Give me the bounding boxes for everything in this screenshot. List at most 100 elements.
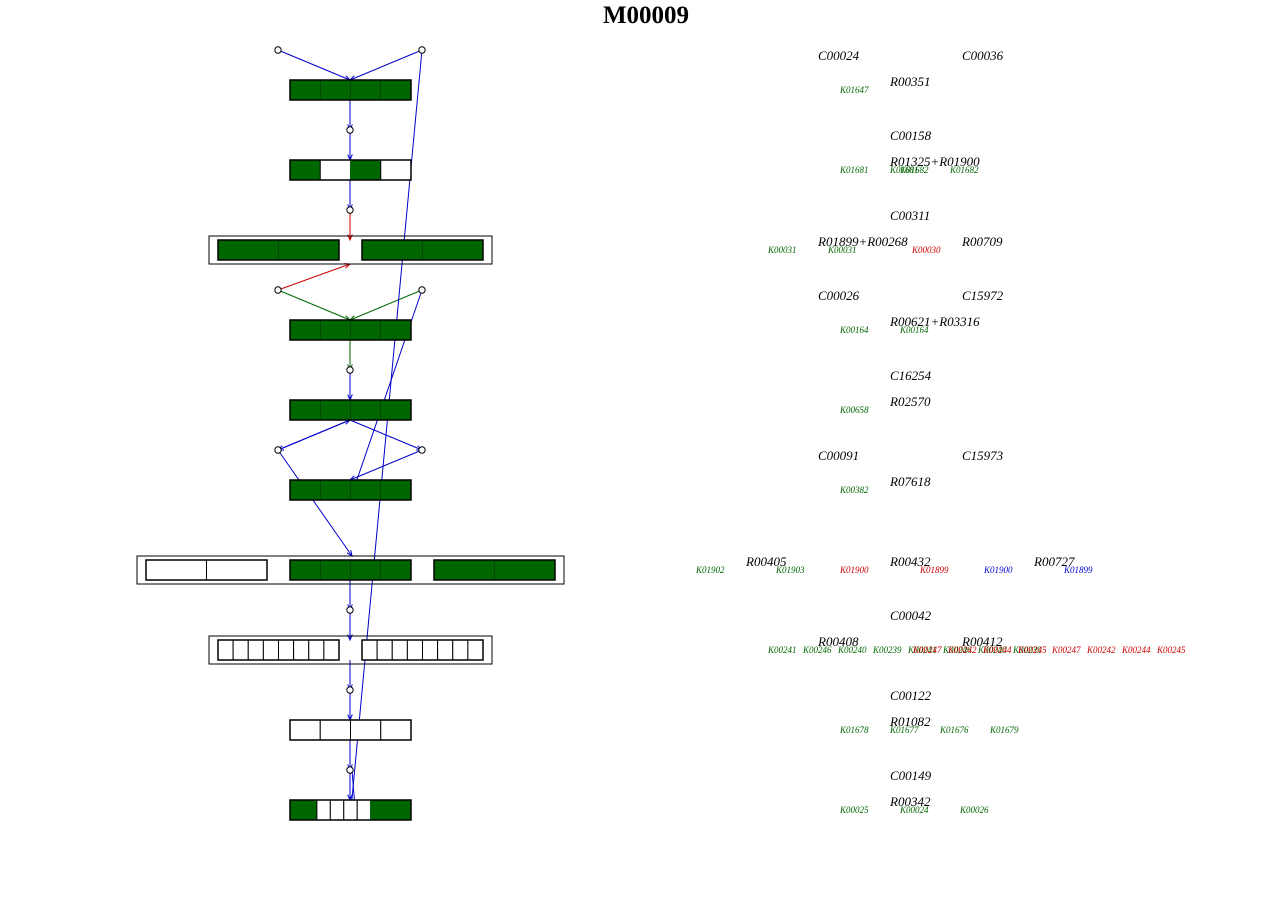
block-row-10-group-0-cell-4: [343, 799, 358, 821]
reaction-label-10: R00408: [817, 634, 859, 649]
block-row-8-frame: [208, 635, 493, 665]
block-row-8-group-1-cell-0: [361, 639, 378, 661]
block-row-9-group-0-cell-1: [319, 719, 351, 741]
compound-label-3: C00311: [890, 208, 930, 223]
ko-label-21: K00239: [872, 645, 902, 655]
ko-label-19: K00246: [802, 645, 832, 655]
block-row-6-group-0-cell-1: [319, 479, 351, 501]
reaction-label-0: R00351: [889, 74, 930, 89]
ko-label-37: K01679: [989, 725, 1019, 735]
link-1: [349, 49, 423, 81]
block-row-4-group-0-cell-1: [319, 319, 351, 341]
reaction-label-6: R07618: [889, 474, 931, 489]
link-7: [277, 289, 351, 321]
block-row-3-group-0-cell-0: [217, 239, 279, 261]
block-row-8-group-0-cell-3: [262, 639, 279, 661]
ko-label-32: K00244: [1121, 645, 1151, 655]
reaction-label-4: R00621+R03316: [889, 314, 980, 329]
compound-node-5: [418, 286, 426, 294]
block-row-2-group-0-cell-2: [350, 159, 382, 181]
compound-node-4: [274, 286, 282, 294]
block-row-2-group-0-cell-1: [319, 159, 351, 181]
block-row-6-group-0-cell-0: [289, 479, 321, 501]
link-13: [277, 419, 351, 451]
link-0: [277, 49, 351, 81]
block-row-3-group-1-cell-1: [422, 239, 484, 261]
ko-label-11: K00382: [839, 485, 869, 495]
compound-label-0: C00024: [818, 48, 860, 63]
block-row-1-group-0-cell-1: [319, 79, 351, 101]
block-row-7-group-0: [145, 559, 268, 581]
block-row-8-group-0-cell-5: [293, 639, 310, 661]
compound-label-9: C00042: [890, 608, 932, 623]
compound-label-6: C16254: [890, 368, 932, 383]
compound-label-2: C00158: [890, 128, 932, 143]
block-row-7-group-0-cell-0: [145, 559, 207, 581]
compound-node-1: [418, 46, 426, 54]
reaction-label-2: R01899+R00268: [817, 234, 908, 249]
ko-label-22: K00241: [907, 645, 937, 655]
ko-label-39: K00024: [899, 805, 929, 815]
block-row-7-group-1-cell-3: [380, 559, 412, 581]
compound-label-1: C00036: [962, 48, 1004, 63]
block-row-8-group-0-cell-4: [278, 639, 295, 661]
block-row-7-group-1-cell-1: [319, 559, 351, 581]
block-row-5-group-0-cell-0: [289, 399, 321, 421]
block-row-10-group-0-cell-8: [397, 799, 412, 821]
block-row-10-group-0-cell-0: [289, 799, 304, 821]
compound-node-11: [346, 766, 354, 774]
compound-nodes: [274, 46, 426, 774]
ko-label-1: K01681: [839, 165, 869, 175]
block-row-5-group-0-cell-1: [319, 399, 351, 421]
compound-node-9: [346, 606, 354, 614]
reaction-label-9: R00727: [1033, 554, 1075, 569]
ko-label-35: K01677: [889, 725, 919, 735]
block-row-2-group-0-cell-0: [289, 159, 321, 181]
block-row-1-group-0-cell-0: [289, 79, 321, 101]
ko-label-5: K00031: [767, 245, 797, 255]
ko-label-2: K01681: [889, 165, 919, 175]
compound-node-10: [346, 686, 354, 694]
block-row-8-group-0-cell-7: [323, 639, 340, 661]
compound-node-8: [418, 446, 426, 454]
compound-node-6: [346, 366, 354, 374]
block-row-6-group-0-cell-3: [380, 479, 412, 501]
block-row-8-group-1-cell-4: [422, 639, 439, 661]
block-row-8-group-1-cell-5: [437, 639, 454, 661]
block-row-7-group-2-cell-0: [433, 559, 495, 581]
ko-label-24: K00246: [942, 645, 972, 655]
link-14: [349, 449, 423, 481]
reaction-label-5: R02570: [889, 394, 931, 409]
reaction-label-7: R00405: [745, 554, 787, 569]
ko-label-17: K01899: [1063, 565, 1093, 575]
block-row-9-group-0-cell-0: [289, 719, 321, 741]
block-row-8-group-0-cell-0: [217, 639, 234, 661]
block-row-8-group-1: [361, 639, 484, 661]
ko-label-31: K00242: [1086, 645, 1116, 655]
block-row-4-group-0-cell-0: [289, 319, 321, 341]
compound-label-8: C15973: [962, 448, 1004, 463]
block-row-7-group-1-cell-2: [350, 559, 382, 581]
ko-label-12: K01902: [695, 565, 725, 575]
link-8: [349, 289, 423, 321]
ko-label-20: K00240: [837, 645, 867, 655]
ko-label-14: K01900: [839, 565, 869, 575]
reaction-label-11: R00412: [961, 634, 1003, 649]
block-row-8-group-0-cell-1: [232, 639, 249, 661]
block-row-10-group-0-cell-5: [356, 799, 372, 821]
compound-node-2: [346, 126, 354, 134]
compound-label-7: C00091: [818, 448, 859, 463]
block-row-2-group-0: [289, 159, 412, 181]
block-row-10-group-0-cell-6: [370, 799, 385, 821]
link-15: [277, 449, 353, 557]
ko-label-3: K01682: [899, 165, 929, 175]
ko-label-34: K01678: [839, 725, 869, 735]
ko-label-28: K00239: [1012, 645, 1042, 655]
compound-node-0: [274, 46, 282, 54]
ko-label-13: K01903: [775, 565, 805, 575]
block-row-8-group-0-cell-2: [247, 639, 264, 661]
ko-label-29: K00245: [1017, 645, 1047, 655]
reaction-label-8: R00432: [889, 554, 931, 569]
reaction-label-12: R01082: [889, 714, 931, 729]
block-row-8-group-1-cell-3: [406, 639, 423, 661]
